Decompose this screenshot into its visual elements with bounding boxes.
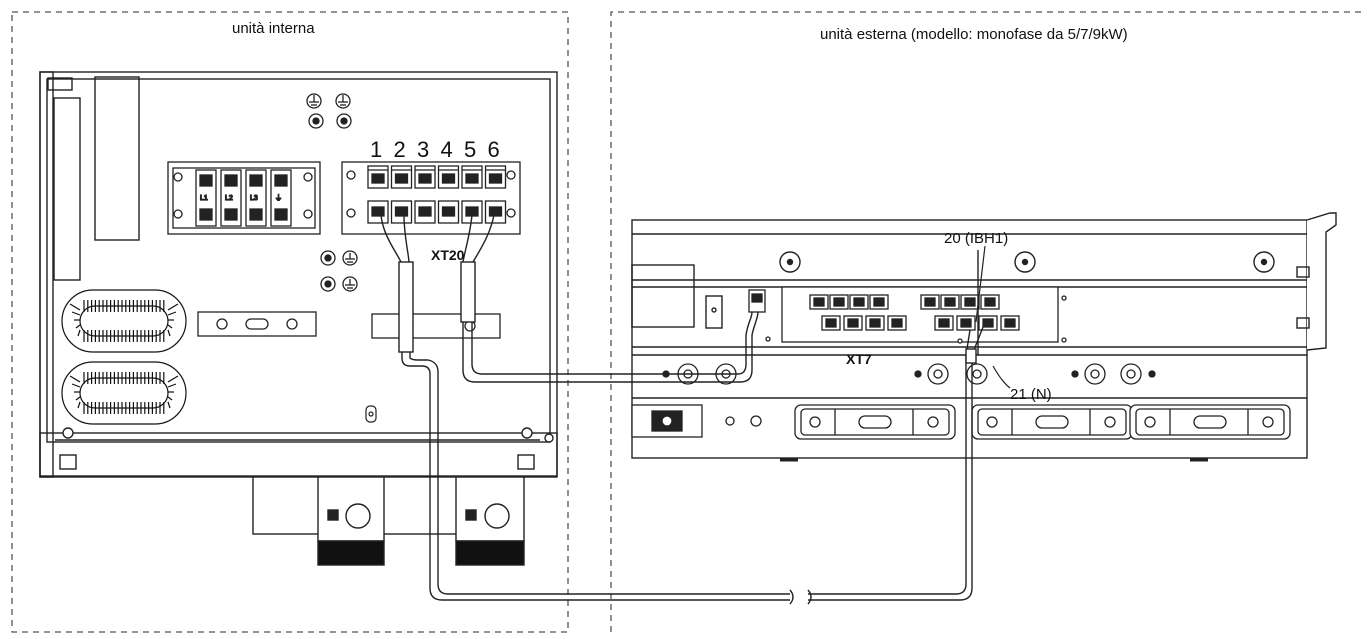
terminal-cell (461, 165, 483, 224)
indoor-housing-inner (46, 78, 551, 443)
terminal-cell (367, 165, 389, 224)
indoor-vent-grilles (61, 289, 187, 425)
xt20-terminal-number: 2 (394, 137, 406, 162)
xt20-terminal-number: 3 (417, 137, 429, 162)
indoor-cable-clamps (197, 311, 501, 339)
outdoor-connector (748, 289, 766, 313)
power-terminal-mark: L1 (200, 195, 208, 202)
indoor-bottom-bar (39, 432, 558, 477)
xt7-terminal-cell (829, 294, 849, 310)
indoor-vertical-plate (94, 76, 140, 241)
outdoor-cable-clamp (794, 404, 956, 440)
indoor-foot (317, 540, 385, 566)
xt20-terminal-number: 1 (370, 137, 382, 162)
terminal-label-ibh1: 20 (IBH1) (944, 230, 1008, 247)
vent-grille (61, 289, 187, 353)
xt7-terminal-cell (809, 294, 829, 310)
xt7-terminal-cell (887, 315, 907, 331)
terminal-cell (437, 165, 460, 224)
xt20-terminal-number: 5 (464, 137, 476, 162)
terminal-cell (390, 165, 413, 224)
indoor-left-rail (39, 71, 54, 478)
indoor-fastener (365, 405, 377, 423)
terminal-label-n: 21 (N) (1010, 386, 1052, 403)
xt7-terminal-cell (869, 294, 889, 310)
xt7-terminal-cell (843, 315, 863, 331)
outdoor-cable-clamp (1129, 404, 1291, 440)
power-terminal-cell: L1 (195, 169, 217, 227)
indoor-earth-screws-top (306, 93, 352, 129)
indoor-top-left-clip (47, 77, 73, 91)
xt7-terminal-cell (940, 294, 960, 310)
outdoor-cable-clamps (631, 404, 1291, 440)
power-terminal-mark: L3 (250, 195, 258, 202)
terminal-cell (414, 165, 436, 224)
xt7-terminal-cell (821, 315, 841, 331)
xt7-terminal-cell (960, 294, 980, 310)
xt7-terminal-cell (1000, 315, 1020, 331)
region-boundaries (11, 11, 1366, 633)
power-terminal-cell: ⏚ (270, 169, 292, 227)
indoor-unit-label: unità interna (232, 20, 315, 37)
indoor-bottom-fittings (317, 476, 525, 566)
xt7-terminal-cell (920, 294, 940, 310)
indoor-region-boundary (11, 11, 569, 633)
outdoor-unit-label: unità esterna (modello: monofase da 5/7/… (820, 26, 1128, 43)
xt7-terminal-cell (956, 315, 976, 331)
outdoor-region-boundary (610, 11, 1366, 632)
power-terminal-mark: L2 (225, 195, 233, 202)
wiring (380, 214, 986, 605)
xt7-label: XT7 (846, 351, 872, 367)
xt20-terminal-block (341, 161, 521, 235)
xt7-terminal-cell (978, 315, 998, 331)
xt20-label: XT20 (431, 247, 465, 263)
xt7-terminal-cell (934, 315, 954, 331)
xt7-terminal-cell (849, 294, 869, 310)
xt20-terminal-number: 4 (441, 137, 453, 162)
xt7-terminal-cell (865, 315, 885, 331)
xt20-terminal-number: 6 (488, 137, 500, 162)
xt7-terminal-cell (980, 294, 1000, 310)
outdoor-cable-clamp (971, 404, 1133, 440)
power-terminal-cell: L2 (220, 169, 242, 227)
indoor-foot (455, 540, 525, 566)
power-terminal-cell: L3 (245, 169, 267, 227)
indoor-earth-screws-middle (320, 250, 358, 292)
terminal-callouts (975, 245, 1011, 389)
indoor-left-bracket (53, 97, 81, 281)
xt7-terminal-block (765, 286, 1067, 344)
vent-grille (61, 361, 187, 425)
terminal-cell (484, 165, 507, 224)
power-terminal-mark: ⏚ (275, 194, 282, 202)
indoor-power-terminal-block: L1 L2 L3 ⏚ (167, 161, 321, 235)
